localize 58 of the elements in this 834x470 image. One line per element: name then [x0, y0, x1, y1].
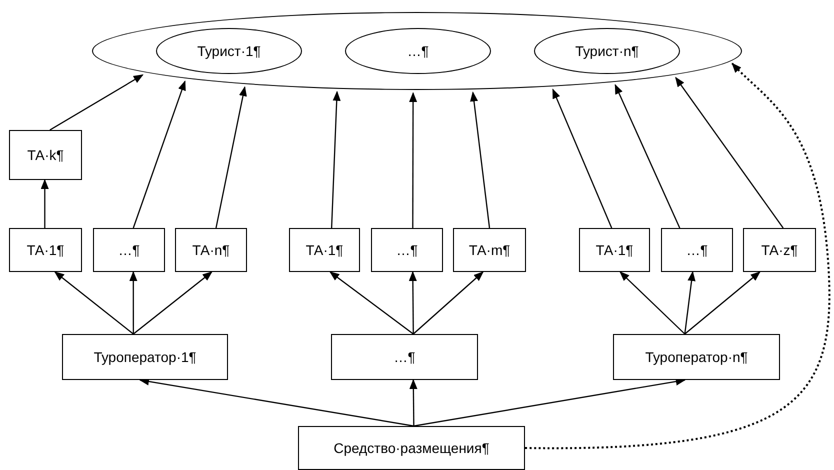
node-label: …¶: [396, 240, 418, 260]
arrow: [129, 271, 138, 334]
node-label: …¶: [686, 240, 708, 260]
arrow: [525, 62, 830, 449]
node-label: ТА·z¶: [761, 240, 798, 260]
node-label: …¶: [407, 42, 429, 60]
node-label: ТА·1¶: [306, 240, 344, 260]
arrow: [329, 271, 414, 334]
process-box: [175, 228, 247, 272]
node-label: ТА·1¶: [596, 240, 634, 260]
arrow: [132, 80, 186, 228]
arrow: [40, 179, 49, 228]
node-label: ТА·1¶: [26, 240, 64, 260]
arrow: [50, 74, 144, 131]
node-label: …¶: [118, 240, 140, 260]
arrow: [409, 379, 418, 426]
arrow: [470, 91, 490, 228]
process-box: [743, 228, 816, 272]
arrow: [614, 84, 680, 228]
node-label: ТА·n¶: [192, 240, 230, 260]
node-label: Средство·размещения¶: [334, 438, 490, 458]
tourist-ellipse: [345, 28, 491, 74]
process-box: [331, 334, 478, 380]
tourist-ellipse: [534, 28, 680, 74]
process-box: [289, 228, 360, 272]
arrow: [552, 88, 612, 228]
process-box: [613, 334, 780, 380]
node-label: ТА·m¶: [468, 240, 510, 260]
arrow: [675, 76, 784, 228]
arrow: [408, 271, 417, 334]
arrow: [619, 271, 686, 334]
arrow: [684, 271, 696, 334]
arrow: [331, 90, 341, 228]
node-label: ТА·k¶: [27, 146, 64, 164]
arrow: [412, 271, 484, 334]
process-box: [298, 426, 525, 470]
arrow: [684, 271, 761, 334]
arrow: [139, 378, 414, 427]
process-box: [93, 228, 165, 272]
process-box: [371, 228, 443, 272]
process-box: [661, 228, 733, 272]
arrow: [215, 86, 247, 228]
process-box: [62, 334, 228, 380]
arrow: [133, 271, 212, 334]
arrow: [54, 271, 134, 334]
node-label: Туроператор·1¶: [94, 348, 196, 367]
node-label: …¶: [394, 348, 416, 366]
node-label: Туроператор·n¶: [645, 348, 748, 367]
process-box: [453, 228, 526, 272]
process-box: [9, 130, 82, 180]
tourist-ellipse: [156, 28, 302, 74]
node-label: Турист·n¶: [575, 42, 639, 61]
tourists-ellipse: [92, 12, 742, 90]
arrow: [409, 92, 418, 228]
arrow: [414, 378, 686, 427]
node-label: Турист·1¶: [197, 42, 261, 61]
process-box: [9, 228, 82, 272]
process-box: [579, 228, 650, 272]
